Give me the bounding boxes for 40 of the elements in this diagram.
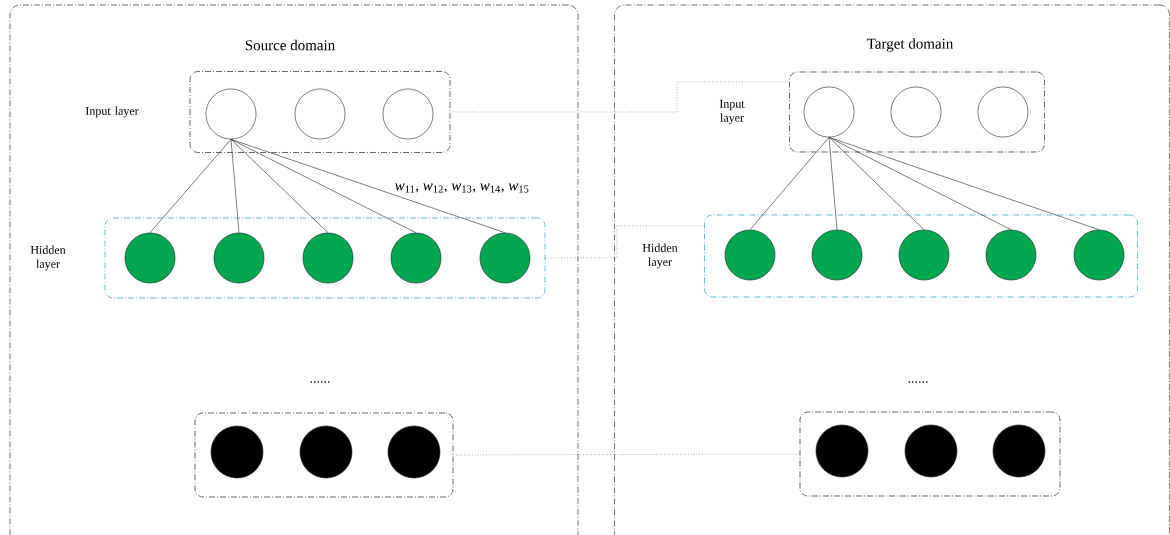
neuron-circle (811, 229, 863, 281)
neuron-circle (479, 232, 531, 284)
neuron-circle (205, 88, 257, 140)
layer-label: Hidden layer (642, 243, 678, 269)
neuron-circle (985, 229, 1037, 281)
neuron-circle (724, 229, 776, 281)
neuron-circle (124, 232, 176, 284)
neuron-circle (992, 424, 1046, 478)
neuron-circle (382, 88, 434, 140)
weight-line (828, 137, 838, 230)
layer-label: Hidden layer (30, 245, 66, 271)
weight-line (230, 139, 417, 233)
weight-line (749, 137, 830, 230)
neuron-circle (390, 232, 442, 284)
weight-line (828, 137, 925, 230)
layer-label: Input layer (85, 106, 139, 118)
neuron-circle (898, 229, 950, 281)
ellipsis: ...... (308, 380, 332, 384)
neuron-circle (213, 232, 265, 284)
neuron-circle (302, 232, 354, 284)
weights-label: w$_{11}$, w$_{12}$, w$_{13}$, w$_{14}$, w$_{15}$ (393, 182, 531, 194)
weight-line (230, 139, 240, 233)
ellipsis: ...... (906, 380, 930, 384)
connector-line (450, 81, 790, 113)
neuron-circle (299, 425, 353, 479)
neuron-circle (1073, 229, 1125, 281)
weight-line (828, 137, 1012, 230)
neuron-circle (904, 424, 958, 478)
neuron-circle (387, 425, 441, 479)
layer-label: Input layer (719, 99, 745, 125)
neuron-circle (815, 424, 869, 478)
neuron-circle (294, 88, 346, 140)
neuron-circle (803, 86, 855, 138)
neuron-circle (210, 425, 264, 479)
weight-line (230, 139, 506, 233)
weight-line (230, 139, 329, 233)
weight-line (828, 137, 1100, 230)
neuron-circle (890, 86, 942, 138)
neuron-circle (977, 86, 1029, 138)
weight-line (149, 139, 232, 233)
